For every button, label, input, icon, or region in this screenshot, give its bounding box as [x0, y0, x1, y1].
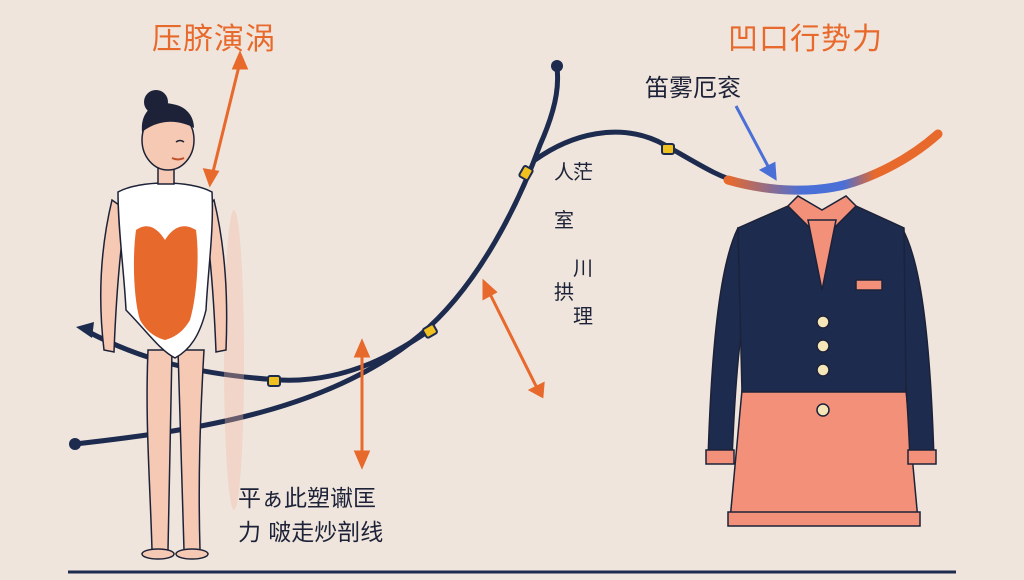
curve-knot-markers [267, 143, 675, 387]
bottom-caption: 平ぁ此塑谳匡 力 啵走炒剖线 [238, 486, 384, 546]
blue-pointer-arrow [734, 105, 777, 181]
secondary-curve-arrowhead [76, 322, 94, 338]
top-right-title: 凹口行势力 [728, 22, 883, 57]
secondary-curve [82, 327, 433, 383]
center-vertical-text-col2: 茫 川 理 [573, 160, 593, 328]
center-vertical-text-col1: 人 室 拱 [554, 160, 574, 304]
jacket-illustration [705, 195, 937, 527]
orange-arrow-center [482, 278, 545, 399]
woman-figure [99, 90, 244, 560]
orange-double-arrow-bottom [353, 338, 371, 470]
top-left-title: 压脐演涡 [152, 22, 276, 57]
upper-curve [532, 129, 743, 185]
orange-double-arrow-top [202, 50, 249, 188]
main-curve [72, 63, 561, 447]
main-curve-end-dot [551, 60, 563, 72]
gradient-strip [723, 129, 943, 195]
main-curve-start-dot [69, 438, 81, 450]
right-annotation: 笛雾厄衮 [645, 74, 741, 102]
